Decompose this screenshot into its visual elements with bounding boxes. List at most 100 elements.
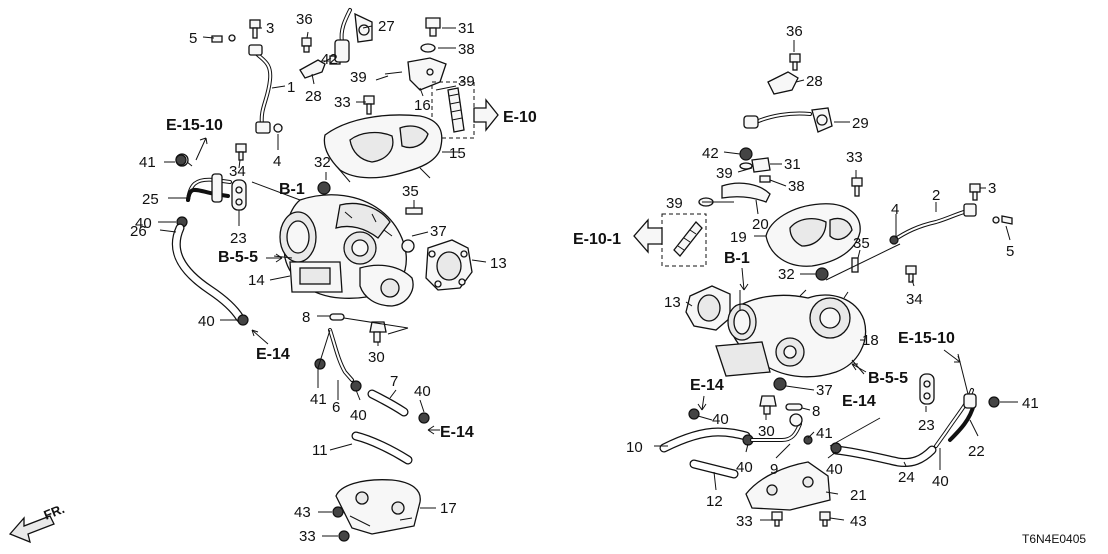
part-label-27: 27: [378, 18, 395, 35]
stud-35-right: [851, 257, 859, 273]
part-label-33-top: 33: [334, 94, 351, 111]
ref-e14-left-a-arrow: [251, 329, 269, 345]
washer-8-right: [785, 403, 803, 411]
part-label-33-bottom: 33: [299, 528, 316, 545]
part-label-40-right-a: 40: [712, 411, 729, 428]
front-direction-arrow: [8, 515, 55, 544]
part-label-8: 8: [302, 309, 310, 326]
ref-e10-1: E-10-1: [573, 231, 621, 248]
part-label-39-right-b: 39: [666, 195, 683, 212]
part-label-31: 31: [458, 20, 475, 37]
part-label-5: 5: [189, 30, 197, 47]
part-label-39a: 39: [350, 69, 367, 86]
diagram-code: T6N4E0405: [1022, 532, 1086, 546]
part-label-40c: 40: [350, 407, 367, 424]
ref-e14-right-b: E-14: [842, 393, 876, 410]
part-label-1: 1: [287, 79, 295, 96]
part-label-38-right: 38: [788, 178, 805, 195]
nut-32-right: [815, 267, 829, 281]
hose-11-left: [351, 431, 413, 465]
ref-e10: E-10: [503, 109, 537, 126]
part-label-12: 12: [706, 493, 723, 510]
leader-lines: [158, 25, 1018, 537]
part-label-41-right: 41: [1022, 395, 1039, 412]
part-label-40d: 40: [414, 383, 431, 400]
bolt-33-top-left: [363, 95, 375, 115]
part-label-4: 4: [273, 153, 281, 170]
ref-b1-right-arrow: [739, 267, 749, 291]
part-label-18: 18: [862, 332, 879, 349]
part-label-43-right: 43: [850, 513, 867, 530]
ref-e14-left-b: E-14: [440, 424, 474, 441]
hose-12-right: [689, 459, 739, 479]
ref-b5-5-right: B-5-5: [868, 370, 908, 387]
turbocharger-18-right: [715, 289, 867, 378]
heat-shield-19-right: [765, 203, 861, 267]
part-label-37: 37: [430, 223, 447, 240]
bracket-21-right: [745, 461, 831, 511]
ref-e14-right-a-arrow: [697, 395, 707, 411]
part-label-7: 7: [390, 373, 398, 390]
part-label-20: 20: [752, 216, 769, 233]
part-label-39b: 39: [458, 73, 475, 90]
nut-32-left: [317, 181, 331, 195]
part-label-25: 25: [142, 191, 159, 208]
turbocharger-14-left: [279, 194, 414, 307]
part-label-40b: 40: [198, 313, 215, 330]
fasteners-right: [698, 147, 771, 207]
ref-b5-5-left: B-5-5: [218, 249, 258, 266]
part-label-16: 16: [414, 97, 431, 114]
part-label-35: 35: [402, 183, 419, 200]
heat-shield-15-left: [323, 114, 443, 183]
part-label-24: 24: [898, 469, 915, 486]
part-label-11: 11: [312, 442, 328, 459]
ref-e15-10-left: E-15-10: [166, 117, 223, 134]
part-label-10: 10: [626, 439, 643, 456]
ref-e15-10-left-arrow: [195, 137, 208, 161]
washer-clip-right: [992, 215, 1013, 225]
washer-clip-left: [211, 34, 236, 43]
bolt-34-left: [235, 143, 247, 161]
arrow-e10: [473, 98, 499, 132]
part-label-2: 2: [932, 187, 940, 204]
bolt-41-left: [175, 154, 187, 166]
part-label-21: 21: [850, 487, 867, 504]
part-label-43: 43: [294, 504, 311, 521]
part-label-41: 41: [139, 154, 156, 171]
bolt-43-right: [819, 511, 831, 527]
bolt-33-bottom-right: [771, 511, 783, 527]
hose-10-right: [659, 408, 754, 453]
gasket-13-right: [685, 285, 731, 331]
oil-feed-pipe-right: [889, 183, 981, 245]
part-label-37-right: 37: [816, 382, 833, 399]
part-label-33-right-bottom: 33: [736, 513, 753, 530]
part-label-3: 3: [266, 20, 274, 37]
bracket-16-left: [384, 57, 457, 91]
part-label-26: 26: [130, 223, 147, 240]
part-label-30-right: 30: [758, 423, 775, 440]
banjo-bolt-left: [249, 19, 261, 39]
part-label-9: 9: [770, 461, 778, 478]
part-label-40-right-b: 40: [736, 459, 753, 476]
stud-box-right: [661, 213, 707, 267]
gasket-13-left: [425, 239, 473, 291]
part-label-6: 6: [332, 399, 340, 416]
hose-7-left: [367, 389, 430, 424]
part-label-22: 22: [968, 443, 985, 460]
part-label-30: 30: [368, 349, 385, 366]
front-label: FR.: [42, 501, 67, 523]
ref-b1-left: B-1: [279, 181, 305, 198]
part-label-32: 32: [314, 154, 331, 171]
part-label-5-right: 5: [1006, 243, 1014, 260]
hose-24-right: [830, 442, 937, 467]
part-label-34: 34: [229, 163, 246, 180]
oil-feed-pipe-left: [248, 44, 273, 134]
part-label-23: 23: [230, 230, 247, 247]
part-label-19: 19: [730, 229, 747, 246]
part-label-38: 38: [458, 41, 475, 58]
ref-e14-right-a: E-14: [690, 377, 724, 394]
ref-b1-right: B-1: [724, 250, 750, 267]
water-pipe-9-right: [750, 413, 813, 445]
sensor-27-left: [334, 8, 373, 63]
part-label-35-right: 35: [853, 235, 870, 252]
